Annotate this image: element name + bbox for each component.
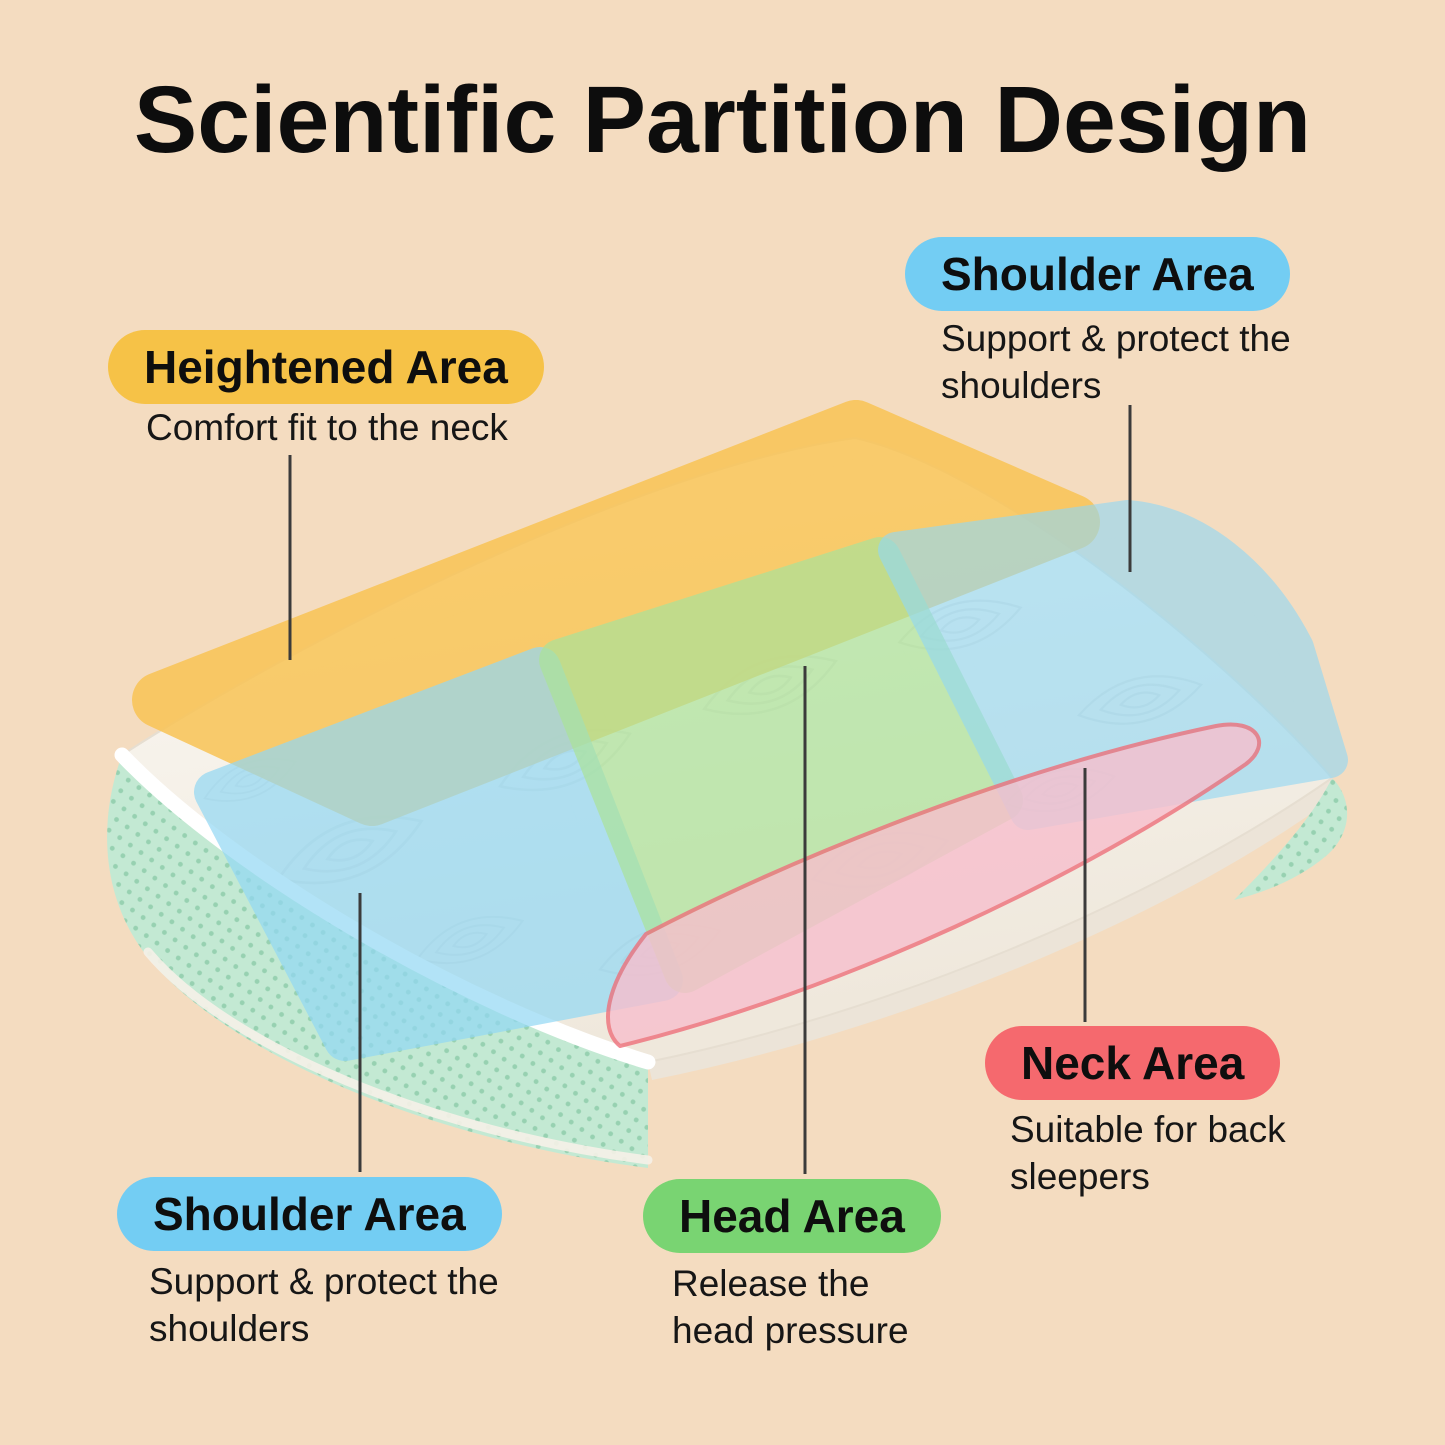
heightened-area-badge: Heightened Area: [108, 330, 544, 404]
neck-area-badge: Neck Area: [985, 1026, 1281, 1100]
head-area-description: Release the head pressure: [672, 1263, 909, 1352]
head-area-badge: Head Area: [643, 1179, 941, 1253]
shoulder-area-top-badge: Shoulder Area: [905, 237, 1290, 311]
pillow-mesh-right-cap: [1234, 778, 1348, 900]
shoulder-area-bottom-description: Support & protect the shoulders: [149, 1261, 499, 1350]
page-title: Scientific Partition Design: [133, 67, 1312, 173]
pillow-bottom-piping: [143, 947, 653, 1165]
neck-area-description: Suitable for back sleepers: [1010, 1109, 1286, 1198]
shoulder-area-bottom-badge: Shoulder Area: [117, 1177, 502, 1251]
pillow-underside-rim: [648, 778, 1336, 1080]
heightened-area-description: Comfort fit to the neck: [146, 407, 508, 448]
shoulder-area-top-description: Support & protect the shoulders: [941, 318, 1291, 407]
zone-neck: [606, 722, 1262, 1048]
